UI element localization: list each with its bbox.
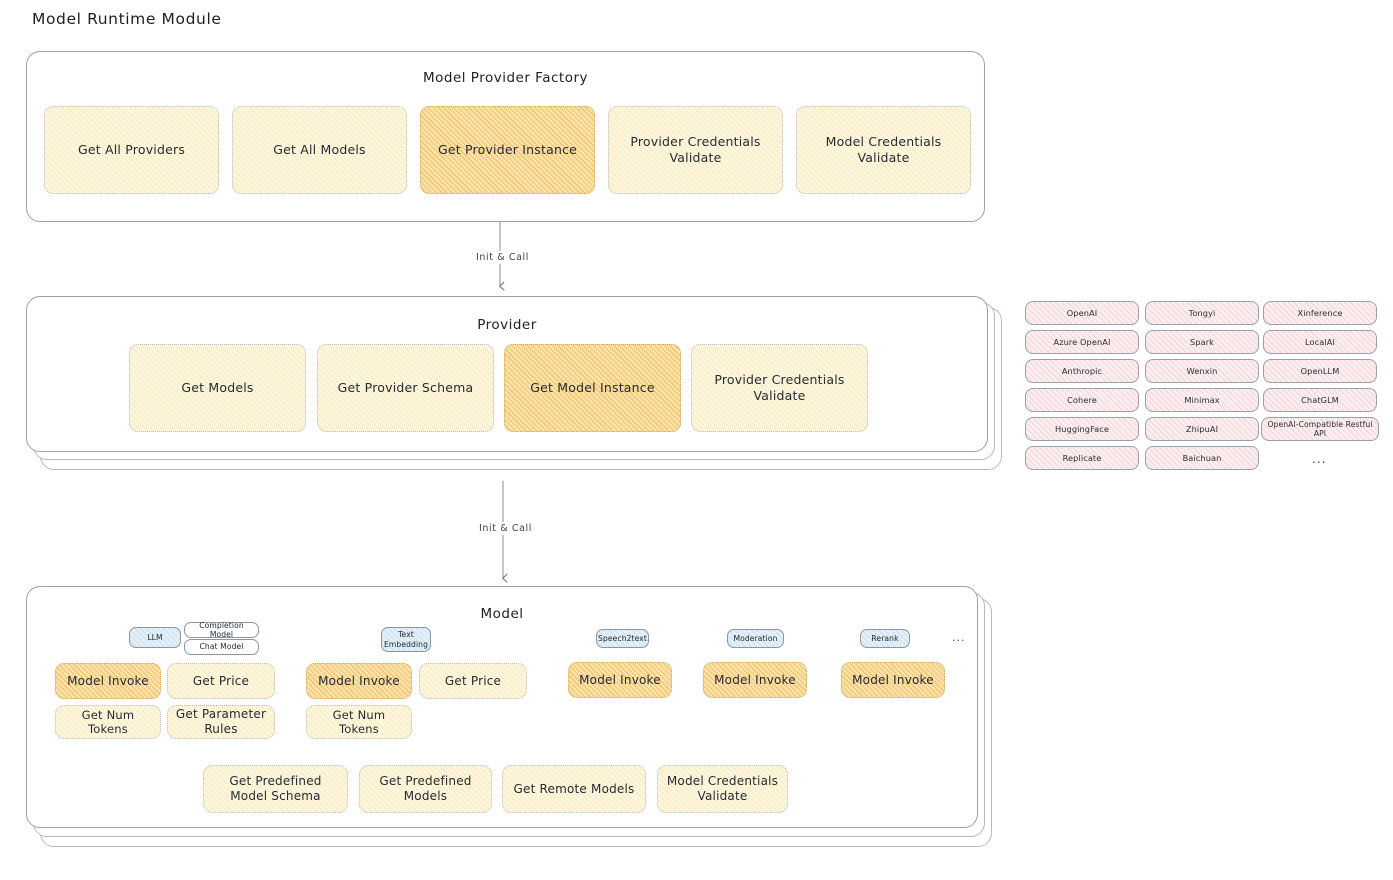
arrow-label-1: Init & Call [472,251,533,264]
provider-pill-zhipuai[interactable]: ZhipuAI [1145,417,1259,441]
model-type-badge-moderation[interactable]: Moderation [727,629,784,648]
provider-pill-cohere[interactable]: Cohere [1025,388,1139,412]
node-get-model-instance[interactable]: Get Model Instance [504,344,681,432]
model-subtype-badge-chat-model[interactable]: Chat Model [184,639,259,655]
node-model-credentials-validate[interactable]: Model Credentials Validate [657,765,788,813]
model-type-badge-text-embedding[interactable]: Text Embedding [381,627,431,652]
provider-pill-anthropic[interactable]: Anthropic [1025,359,1139,383]
model-type-badge-llm[interactable]: LLM [129,627,181,648]
page-title: Model Runtime Module [32,10,222,28]
node-moderation-model-invoke[interactable]: Model Invoke [703,662,807,698]
node-get-all-providers[interactable]: Get All Providers [44,106,219,194]
provider-pill-huggingface[interactable]: HuggingFace [1025,417,1139,441]
provider-pill-wenxin[interactable]: Wenxin [1145,359,1259,383]
node-llm-get-parameter-rules[interactable]: Get Parameter Rules [167,705,275,739]
node-get-remote-models[interactable]: Get Remote Models [502,765,646,813]
provider-pill-chatglm[interactable]: ChatGLM [1263,388,1377,412]
node-get-all-models[interactable]: Get All Models [232,106,407,194]
node-text-embedding-get-price[interactable]: Get Price [419,663,527,699]
node-get-provider-schema[interactable]: Get Provider Schema [317,344,494,432]
node-llm-get-num-tokens[interactable]: Get Num Tokens [55,705,161,739]
node-get-predefined-models[interactable]: Get Predefined Models [359,765,492,813]
node-provider-credentials-validate[interactable]: Provider Credentials Validate [691,344,868,432]
node-llm-get-price[interactable]: Get Price [167,663,275,699]
provider-pill-azure-openai[interactable]: Azure OpenAI [1025,330,1139,354]
provider-pill-tongyi[interactable]: Tongyi [1145,301,1259,325]
model-types-more: ... [952,631,966,644]
provider-list-more: ... [1312,452,1327,466]
model-type-badge-speech2text[interactable]: Speech2text [596,629,649,648]
node-provider-credentials-validate-factory[interactable]: Provider Credentials Validate [608,106,783,194]
provider-pill-openai-compatible-restful-api[interactable]: OpenAI-Compatible Restful API [1261,417,1379,441]
node-text-embedding-get-num-tokens[interactable]: Get Num Tokens [306,705,412,739]
arrow-label-2: Init & Call [475,522,536,535]
node-text-embedding-model-invoke[interactable]: Model Invoke [306,663,412,699]
node-get-models[interactable]: Get Models [129,344,306,432]
panel-title-factory: Model Provider Factory [422,70,588,86]
node-speech2text-model-invoke[interactable]: Model Invoke [568,662,672,698]
provider-pill-openai[interactable]: OpenAI [1025,301,1139,325]
model-subtype-badge-completion-model[interactable]: Completion Model [184,621,259,639]
node-get-provider-instance[interactable]: Get Provider Instance [420,106,595,194]
provider-pill-openllm[interactable]: OpenLLM [1263,359,1377,383]
provider-pill-replicate[interactable]: Replicate [1025,446,1139,470]
node-get-predefined-model-schema[interactable]: Get Predefined Model Schema [203,765,348,813]
provider-pill-spark[interactable]: Spark [1145,330,1259,354]
node-model-credentials-validate-factory[interactable]: Model Credentials Validate [796,106,971,194]
provider-pill-xinference[interactable]: Xinference [1263,301,1377,325]
panel-title-model: Model [480,606,524,622]
provider-pill-minimax[interactable]: Minimax [1145,388,1259,412]
model-type-badge-rerank[interactable]: Rerank [860,629,910,648]
provider-pill-localai[interactable]: LocalAI [1263,330,1377,354]
panel-title-provider: Provider [477,317,537,333]
provider-pill-baichuan[interactable]: Baichuan [1145,446,1259,470]
node-rerank-model-invoke[interactable]: Model Invoke [841,662,945,698]
node-llm-model-invoke[interactable]: Model Invoke [55,663,161,699]
